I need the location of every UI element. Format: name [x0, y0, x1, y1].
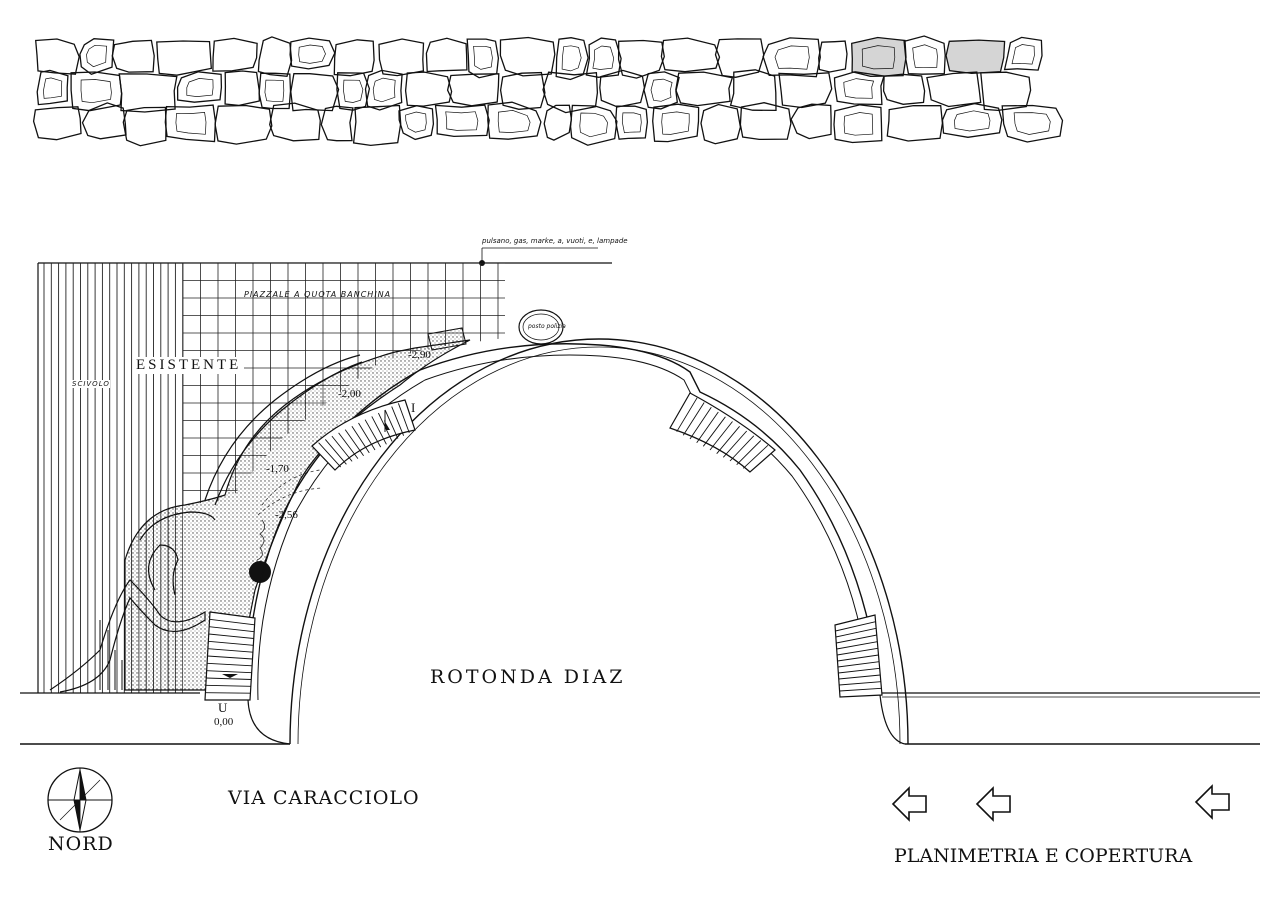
rotonda-label: ROTONDA DIAZ	[430, 666, 626, 688]
esistente-label: ESISTENTE	[133, 357, 245, 374]
north-compass-icon	[47, 767, 113, 833]
rotonda-outer-edge	[289, 338, 909, 745]
annotation-note: pulsano, gas, marke, a, vuoti, e, lampad…	[482, 237, 628, 245]
elevation-label: -1,70	[266, 463, 289, 475]
staircase-right-lower	[834, 614, 883, 698]
exit-marker: U	[218, 700, 228, 715]
staircase-exit	[204, 611, 256, 701]
drawing-title: PLANIMETRIA E COPERTURA	[894, 845, 1193, 867]
piazzale-label: PIAZZALE A QUOTA BANCHINA	[244, 290, 392, 299]
arrow-left-icon	[891, 786, 927, 822]
street-label: VIA CARACCIOLO	[228, 787, 420, 809]
staircase-right-upper	[669, 392, 776, 473]
scivolo-label: SCIVOLO	[72, 380, 110, 388]
north-label: NORD	[48, 833, 114, 855]
police-kiosk	[518, 309, 564, 345]
elevation-label: -2,90	[408, 349, 431, 361]
planter-block	[427, 327, 467, 351]
posto-polizia-label: posto polizia	[528, 323, 566, 330]
arrow-left-icon	[1194, 784, 1230, 820]
elevation-label: -2,56	[275, 509, 298, 521]
ramp-paving	[124, 339, 471, 691]
stone-wall-elevation	[32, 35, 1064, 147]
elevation-label: 0,00	[214, 716, 234, 728]
staircase-entrance	[311, 399, 416, 471]
arrow-left-icon	[975, 786, 1011, 822]
column-marker	[249, 561, 271, 583]
entrance-marker: I	[411, 400, 416, 415]
elevation-label: -2,00	[338, 388, 361, 400]
